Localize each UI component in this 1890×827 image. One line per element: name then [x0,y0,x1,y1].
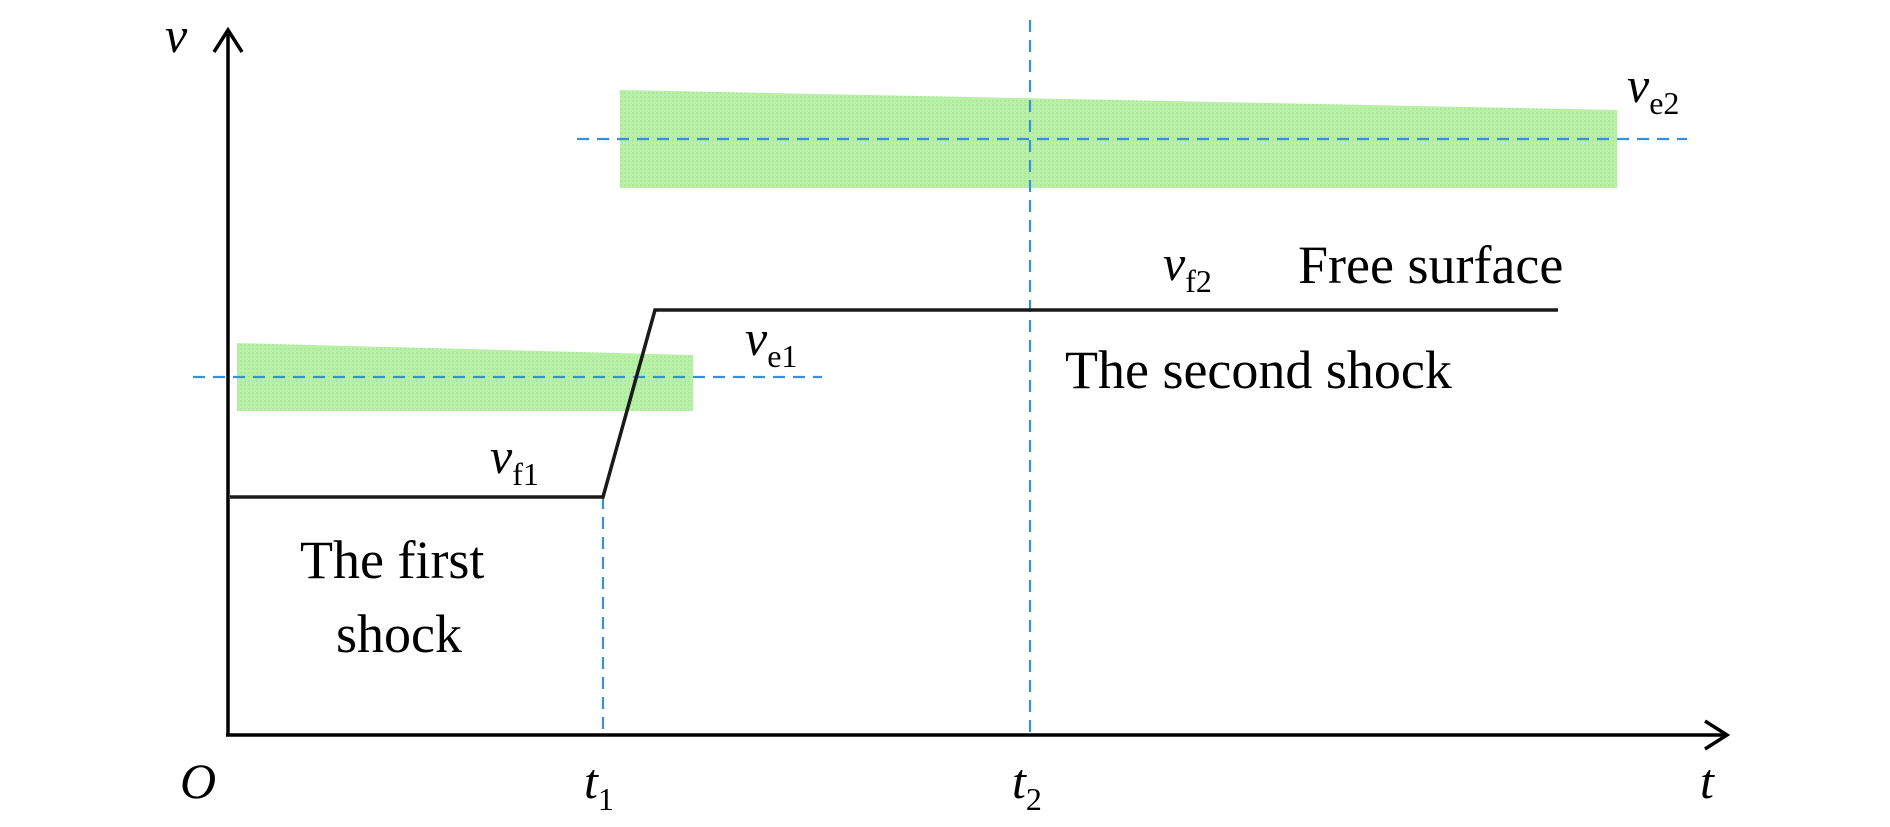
y-axis-label: v [165,7,188,63]
first-shock-label-line1: The first [300,530,484,590]
ve1-label: ve1 [745,310,797,374]
axes [212,26,1731,751]
first-shock-label-line2: shock [336,604,462,664]
second-shock-label: The second shock [1065,340,1452,400]
free-surface-label: Free surface [1298,235,1563,295]
t2-label: t2 [1012,753,1042,817]
x-axis-label: t [1700,753,1715,809]
x-axis-arrowhead [1704,719,1731,751]
vf2-label: vf2 [1163,235,1212,299]
y-axis-arrowhead [212,26,244,53]
ve2-label: ve2 [1627,57,1679,121]
t1-label: t1 [584,753,614,817]
velocity-profile-curve [230,308,1558,499]
vf1-label: vf1 [490,428,539,492]
origin-label: O [180,753,216,809]
guide-lines [193,20,1687,735]
